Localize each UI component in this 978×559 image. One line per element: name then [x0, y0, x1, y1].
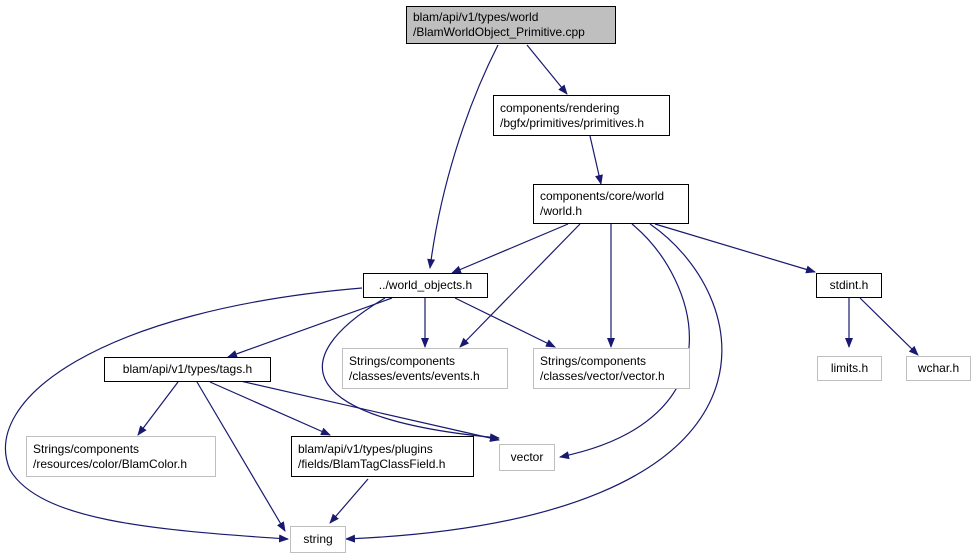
edge-world-to-world-objects — [451, 223, 569, 274]
edge-world-to-string — [345, 223, 723, 543]
node-limits-header[interactable]: limits.h — [817, 356, 882, 381]
edge-primitives-to-world — [589, 135, 603, 185]
edge-tags-to-vector — [235, 379, 500, 442]
edge-root-to-world-objects — [427, 44, 499, 269]
node-tags-header[interactable]: blam/api/v1/types/tags.h — [104, 357, 271, 382]
edge-world-objects-to-vector-h — [454, 297, 556, 348]
edge-world-to-events — [459, 223, 581, 348]
edge-stdint-to-wchar — [859, 297, 919, 356]
edge-tags-to-string — [196, 381, 286, 532]
node-wchar-header[interactable]: wchar.h — [906, 356, 971, 381]
edge-tags-to-blamcolor — [137, 381, 179, 436]
node-vector-std[interactable]: vector — [499, 444, 555, 471]
edge-tags-to-tagclassfield — [209, 381, 331, 436]
node-tagclassfield-header[interactable]: blam/api/v1/types/plugins/fields/BlamTag… — [291, 436, 474, 477]
edge-tagclassfield-to-string — [329, 478, 369, 524]
node-vector-class-header[interactable]: Strings/components/classes/vector/vector… — [533, 348, 690, 389]
edge-root-to-primitives — [526, 44, 568, 95]
edge-world-objects-to-tags — [227, 297, 393, 358]
node-world-header[interactable]: components/core/world/world.h — [533, 184, 689, 224]
node-blamcolor-header[interactable]: Strings/components/resources/color/BlamC… — [26, 436, 216, 477]
node-stdint-header[interactable]: stdint.h — [816, 273, 882, 298]
node-events-header[interactable]: Strings/components/classes/events/events… — [342, 348, 508, 389]
edge-world-to-vector — [559, 223, 690, 460]
node-primitives-header[interactable]: components/rendering/bgfx/primitives/pri… — [493, 95, 670, 136]
edge-world-objects-to-vector — [321, 297, 500, 442]
node-world-objects-header[interactable]: ../world_objects.h — [363, 273, 488, 298]
edge-world-to-stdint — [654, 223, 816, 274]
edge-world-objects-to-string — [4, 287, 363, 543]
node-string-std[interactable]: string — [290, 526, 346, 553]
node-root-source-file[interactable]: blam/api/v1/types/world/BlamWorldObject_… — [406, 6, 616, 44]
